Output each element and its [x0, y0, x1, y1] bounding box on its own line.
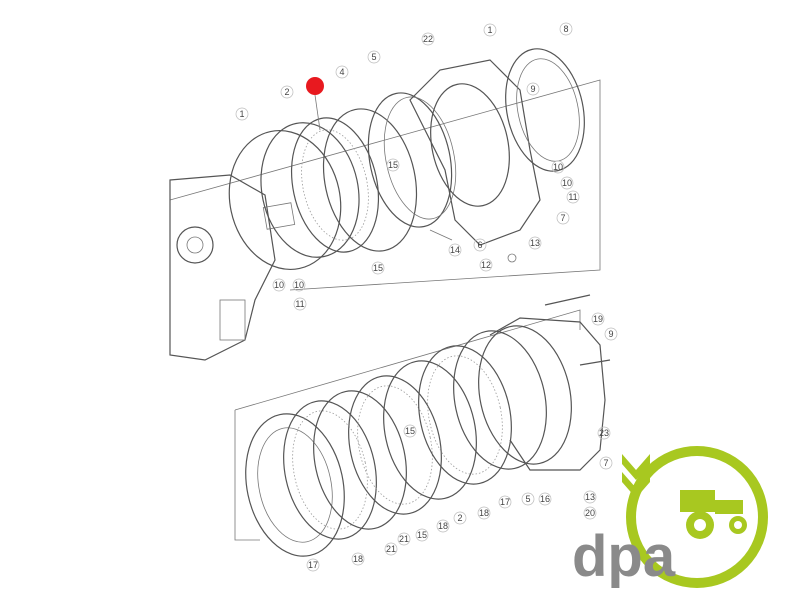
callout-label: 7 — [603, 458, 608, 468]
callout-label: 5 — [371, 52, 376, 62]
transmission-housing — [169, 174, 296, 361]
callout-label: 2 — [457, 513, 462, 523]
callout-label: 18 — [479, 508, 489, 518]
callout-label: 1 — [487, 25, 492, 35]
callout-label: 20 — [585, 508, 595, 518]
callout-circle — [415, 528, 429, 542]
callout-circle — [421, 32, 435, 46]
callout-circle — [351, 552, 365, 566]
callout-circle — [560, 176, 574, 190]
callout-circle — [306, 558, 320, 572]
callout-label: 21 — [386, 544, 396, 554]
callout-circle — [479, 258, 493, 272]
callout-circle — [335, 65, 349, 79]
callout-circle — [280, 85, 294, 99]
callout-label: 18 — [353, 554, 363, 564]
callout-circle — [498, 495, 512, 509]
callout-circle — [556, 211, 570, 225]
callout-circle — [538, 492, 552, 506]
callout-circle — [528, 236, 542, 250]
bottom-plates — [245, 294, 611, 557]
callout-circle — [436, 519, 450, 533]
callout-circle — [597, 426, 611, 440]
callout-label: 19 — [593, 314, 603, 324]
callout-label: 18 — [438, 521, 448, 531]
logo-ring — [626, 446, 768, 588]
callout-label: 16 — [540, 494, 550, 504]
callout-label: 21 — [399, 534, 409, 544]
callout-label: 10 — [274, 280, 284, 290]
callout-circle — [526, 82, 540, 96]
callout-label: 15 — [373, 263, 383, 273]
callout-circle — [453, 511, 467, 525]
callout-label: 11 — [295, 299, 304, 309]
bottom-frame-left — [234, 410, 260, 541]
callout-circle — [483, 23, 497, 37]
callout-circle — [384, 542, 398, 556]
callout-label: 14 — [450, 245, 460, 255]
callout-label: 6 — [477, 240, 482, 250]
callout-circle — [477, 506, 491, 520]
callout-label: 4 — [339, 67, 344, 77]
tractor-icon — [680, 490, 747, 539]
top-plates — [228, 48, 585, 271]
callout-circle — [604, 327, 618, 341]
callout-circle — [292, 278, 306, 292]
callout-label: 13 — [530, 238, 540, 248]
callout-circle — [583, 490, 597, 504]
callout-circle — [566, 190, 580, 204]
callout-label: 17 — [500, 497, 510, 507]
callout-label: 17 — [308, 560, 318, 570]
callout-label: 13 — [585, 492, 595, 502]
callout-label: 7 — [560, 213, 565, 223]
callout-circle — [551, 160, 565, 174]
callout-circle — [397, 532, 411, 546]
callout-circle — [591, 312, 605, 326]
highlight-marker — [306, 77, 324, 95]
callout-label: 10 — [294, 280, 304, 290]
wheat-icon — [622, 454, 650, 498]
callout-circle — [473, 238, 487, 252]
callout-label: 23 — [599, 428, 609, 438]
callout-label: 2 — [284, 87, 289, 97]
callout-label: 10 — [553, 162, 563, 172]
callout-label: 11 — [568, 192, 577, 202]
callout-label: 12 — [481, 260, 491, 270]
dpa-logo: dpa — [572, 446, 768, 589]
callout-circle — [448, 243, 462, 257]
callout-label: 22 — [423, 34, 433, 44]
callout-label: 15 — [405, 426, 415, 436]
callout-label: 5 — [525, 494, 530, 504]
callout-label: 1 — [239, 109, 244, 119]
callout-circle — [559, 22, 573, 36]
callout-label: 10 — [562, 178, 572, 188]
callout-circle — [403, 424, 417, 438]
callout-circle — [235, 107, 249, 121]
callout-label: 15 — [417, 530, 427, 540]
callout-label: 9 — [530, 84, 535, 94]
callout-label: 15 — [388, 160, 398, 170]
top-frame — [169, 79, 601, 291]
callout-circle — [272, 278, 286, 292]
callout-circle — [386, 158, 400, 172]
callout-circle — [521, 492, 535, 506]
callout-circle — [371, 261, 385, 275]
logo-text: dpa — [572, 524, 676, 589]
bottom-frame — [234, 309, 581, 411]
callout-circle — [367, 50, 381, 64]
callout-circle — [293, 297, 307, 311]
callout-circle — [583, 506, 597, 520]
callout-label: 8 — [563, 24, 568, 34]
callout-circle — [599, 456, 613, 470]
callout-label: 9 — [608, 329, 613, 339]
